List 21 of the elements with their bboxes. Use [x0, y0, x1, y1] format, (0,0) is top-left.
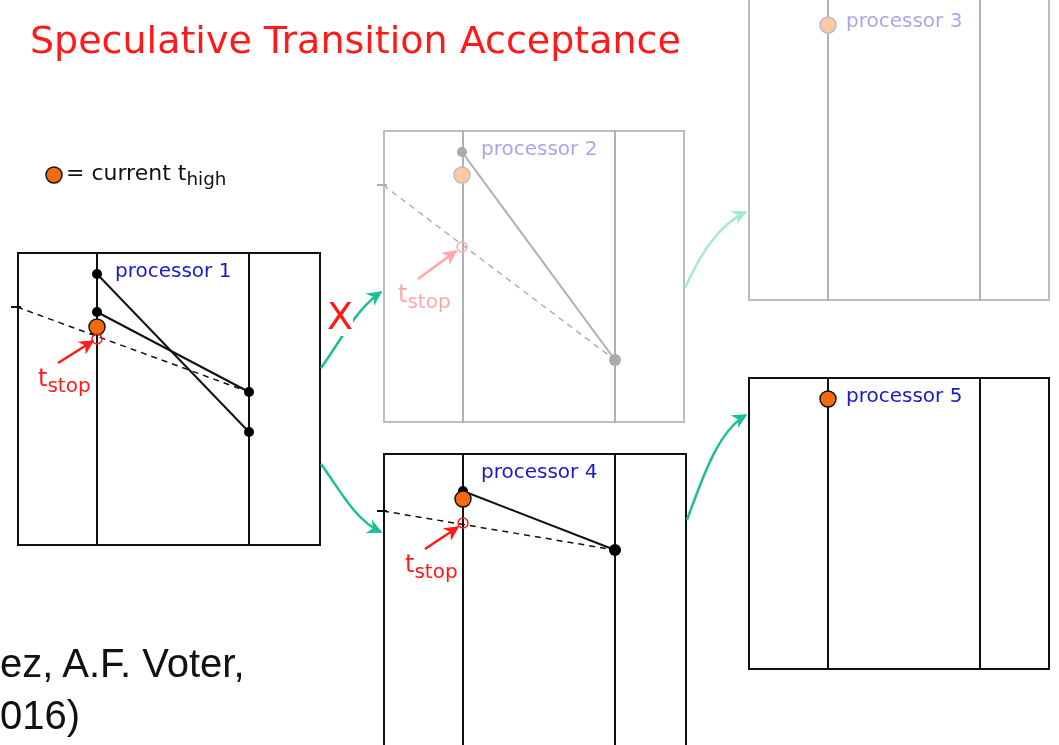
- time-label: t$_{stop}$: [38, 364, 91, 399]
- leader-line: [57, 339, 95, 365]
- leader-line: [424, 525, 460, 551]
- processor-panel: [748, 377, 1050, 670]
- citation-text: ez, A.F. Voter,: [0, 640, 245, 686]
- arrow: [319, 291, 383, 369]
- panel-title: processor 1: [115, 258, 232, 282]
- panel-title: processor 5: [846, 383, 963, 407]
- panel-title: processor 4: [481, 459, 598, 483]
- time-label: t$_{stop}$: [405, 550, 458, 585]
- citation-text: 016): [0, 692, 81, 738]
- arrow: [320, 463, 383, 534]
- leader-line: [417, 250, 458, 280]
- panel-title: processor 2: [481, 136, 598, 160]
- arrow: [685, 413, 748, 521]
- panel-title: processor 3: [846, 8, 963, 32]
- legend-text: = current t$_{high}$: [66, 160, 227, 190]
- time-label: t$_{stop}$: [398, 280, 451, 315]
- processor-panel: [748, 0, 1050, 301]
- title: Speculative Transition Acceptance: [30, 18, 681, 62]
- arrow: [683, 210, 748, 289]
